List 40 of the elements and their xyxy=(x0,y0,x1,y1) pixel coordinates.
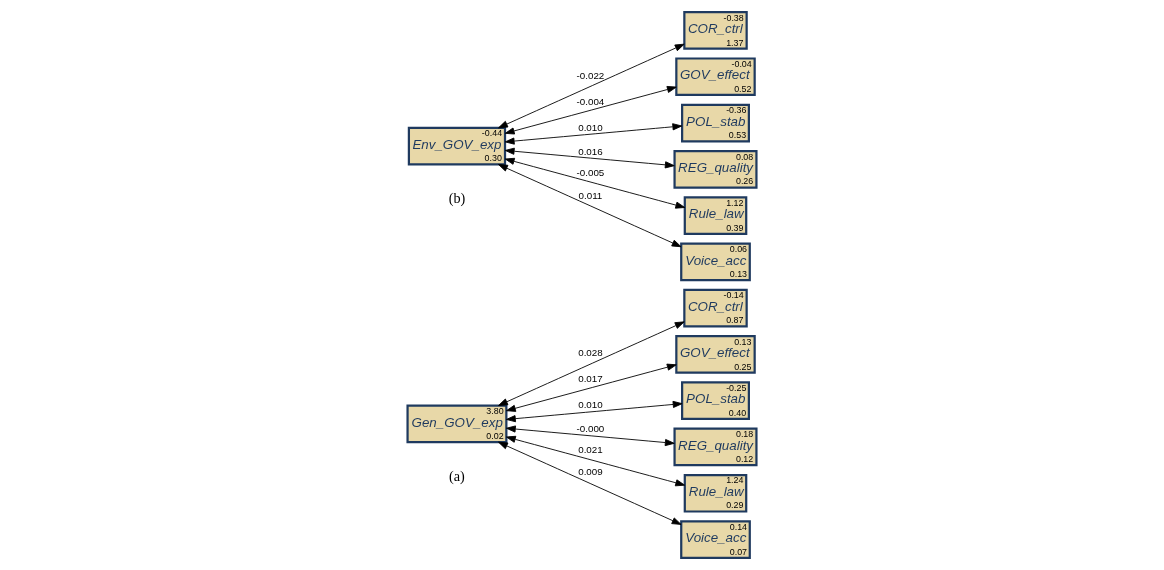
node-box: 0.18 REG_quality 0.12 xyxy=(673,427,758,467)
node-box: 1.24 Rule_law 0.29 xyxy=(683,473,748,513)
node-box: 0.14 Voice_acc 0.07 xyxy=(680,520,751,559)
arrow xyxy=(498,164,682,248)
edge-label: 0.028 xyxy=(578,347,603,359)
arrow xyxy=(504,85,677,135)
edge-label: 0.016 xyxy=(578,145,603,157)
node-box: 0.06 Voice_acc 0.13 xyxy=(680,242,751,282)
arrow xyxy=(506,435,686,487)
arrow xyxy=(504,157,686,209)
node-box: 3.80 Gen_GOV_exp 0.02 xyxy=(406,404,508,444)
edge-label: 0.011 xyxy=(578,189,603,201)
node-box: 1.12 Rule_law 0.39 xyxy=(683,196,748,235)
edge-label: -0.004 xyxy=(576,96,605,108)
arrow xyxy=(504,123,683,145)
edge-label: -0.000 xyxy=(576,422,605,434)
arrow xyxy=(506,363,677,412)
arrow xyxy=(498,441,682,525)
node-box: -0.38 COR_ctrl 1.37 xyxy=(683,11,748,50)
edge-label: 0.021 xyxy=(578,444,603,456)
edge-label: -0.005 xyxy=(576,167,605,179)
edge-label: 0.009 xyxy=(578,466,603,478)
edge-label: 0.010 xyxy=(578,398,603,410)
label: (b) xyxy=(448,189,466,206)
arrow xyxy=(498,321,685,406)
arrow xyxy=(506,425,675,447)
arrow xyxy=(498,43,685,129)
node-box: -0.04 GOV_effect 0.52 xyxy=(675,57,756,97)
edge-label: 0.010 xyxy=(578,121,603,133)
node-box: -0.44 Env_GOV_exp 0.30 xyxy=(407,126,507,166)
edge-label: 0.017 xyxy=(578,372,603,384)
node-box: -0.14 COR_ctrl 0.87 xyxy=(683,288,748,328)
arrow xyxy=(504,147,675,169)
label: (a) xyxy=(449,467,465,484)
node-box: 0.13 GOV_effect 0.25 xyxy=(675,335,756,374)
node-box: -0.25 POL_stab 0.40 xyxy=(681,381,750,421)
node-box: -0.36 POL_stab 0.53 xyxy=(681,103,750,143)
edge-label: -0.022 xyxy=(576,70,605,82)
node-box: 0.08 REG_quality 0.26 xyxy=(673,149,758,189)
arrow xyxy=(506,400,683,423)
